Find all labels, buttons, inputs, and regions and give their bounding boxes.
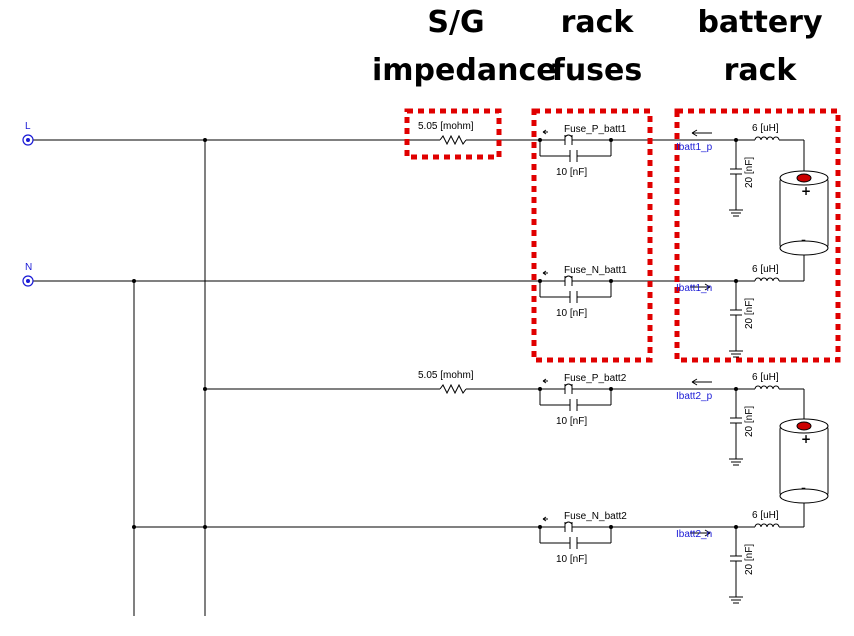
header-battery-line1: battery — [697, 5, 823, 40]
junction-l-main — [203, 138, 207, 142]
fuse-cap-label-2: 10 [nF] — [556, 416, 587, 427]
fuse-arrow-2 — [542, 378, 548, 384]
header-rack-fuses: rack fuses — [545, 8, 649, 86]
fuse-link-2 — [564, 383, 573, 387]
fuse-link-3 — [564, 521, 573, 525]
battery-terminal-1 — [796, 421, 812, 431]
node-l-label: L — [25, 121, 31, 132]
resistor-sg-1 — [439, 134, 467, 146]
inductor-label-3: 6 [uH] — [752, 510, 779, 521]
fuse-node-right-3 — [609, 525, 613, 529]
inductor-label-0: 6 [uH] — [752, 123, 779, 134]
highlight-battery-rack — [674, 108, 841, 363]
node-n-symbol — [22, 275, 34, 287]
shunt-node-0 — [734, 138, 738, 142]
fuse-node-right-1 — [609, 279, 613, 283]
fuse-arrow-1 — [542, 270, 548, 276]
node-n-center — [26, 279, 30, 283]
fuse-node-left-3 — [538, 525, 542, 529]
fuse-node-left-1 — [538, 279, 542, 283]
impedance-label-2: 5.05 [mohm] — [418, 370, 474, 381]
header-sg-line2: impedance — [372, 53, 557, 88]
battery-bottom-0 — [779, 240, 829, 256]
shunt-node-3 — [734, 525, 738, 529]
battery-neg-1: - — [801, 481, 806, 495]
fuse-node-left-2 — [538, 387, 542, 391]
current-arrow-3 — [690, 529, 711, 537]
highlight-sg-impedance — [404, 108, 502, 160]
highlight-rack-fuses — [531, 108, 653, 363]
inductor-1 — [754, 277, 780, 282]
fuse-name-3: Fuse_N_batt2 — [564, 511, 627, 522]
battery-bottom-1 — [779, 488, 829, 504]
node-l-center — [26, 138, 30, 142]
impedance-label-1: 5.05 [mohm] — [418, 121, 474, 132]
shunt-cap-label-3: 20 [nF] — [744, 544, 755, 575]
fuse-link-0 — [564, 134, 573, 138]
header-sg-line1: S/G — [427, 5, 485, 40]
shunt-cap-label-2: 20 [nF] — [744, 406, 755, 437]
inductor-3 — [754, 523, 780, 528]
header-rack-line2: fuses — [551, 53, 643, 88]
current-meter-0: Ibatt1_p — [676, 142, 713, 153]
junction-p2 — [203, 387, 207, 391]
fuse-name-0: Fuse_P_batt1 — [564, 124, 627, 135]
battery-neg-0: - — [801, 233, 806, 247]
inductor-0 — [754, 136, 780, 141]
shunt-node-1 — [734, 279, 738, 283]
shunt-node-2 — [734, 387, 738, 391]
resistor-sg-2 — [439, 383, 467, 395]
node-n-label: N — [25, 262, 32, 273]
current-arrow-1 — [690, 283, 711, 291]
fuse-arrow-0 — [542, 129, 548, 135]
inductor-2 — [754, 385, 780, 390]
battery-terminal-0 — [796, 173, 812, 183]
fuse-arrow-3 — [542, 516, 548, 522]
header-battery-rack: battery rack — [690, 8, 830, 86]
current-arrow-0 — [691, 129, 712, 137]
fuse-node-right-0 — [609, 138, 613, 142]
shunt-cap-label-0: 20 [nF] — [744, 157, 755, 188]
fuse-link-1 — [564, 275, 573, 279]
junction-205-527 — [203, 525, 207, 529]
shunt-cap-label-1: 20 [nF] — [744, 298, 755, 329]
inductor-label-2: 6 [uH] — [752, 372, 779, 383]
current-meter-3: Ibatt2_n — [676, 529, 712, 540]
junction-n2 — [132, 525, 136, 529]
current-meter-2: Ibatt2_p — [676, 391, 713, 402]
fuse-cap-label-3: 10 [nF] — [556, 554, 587, 565]
battery-pos-1: + — [801, 432, 811, 446]
header-rack-line1: rack — [560, 5, 634, 40]
node-l-symbol — [22, 134, 34, 146]
header-battery-line2: rack — [723, 53, 797, 88]
fuse-node-left-0 — [538, 138, 542, 142]
fuse-cap-label-0: 10 [nF] — [556, 167, 587, 178]
fuse-name-2: Fuse_P_batt2 — [564, 373, 627, 384]
header-sg-impedance: S/G impedance — [372, 5, 557, 88]
battery-pos-0: + — [801, 184, 811, 198]
current-meter-1: Ibatt1_n — [676, 283, 712, 294]
fuse-name-1: Fuse_N_batt1 — [564, 265, 627, 276]
fuse-cap-label-1: 10 [nF] — [556, 308, 587, 319]
current-arrow-2 — [691, 378, 712, 386]
inductor-label-1: 6 [uH] — [752, 264, 779, 275]
junction-n-main — [132, 279, 136, 283]
fuse-node-right-2 — [609, 387, 613, 391]
